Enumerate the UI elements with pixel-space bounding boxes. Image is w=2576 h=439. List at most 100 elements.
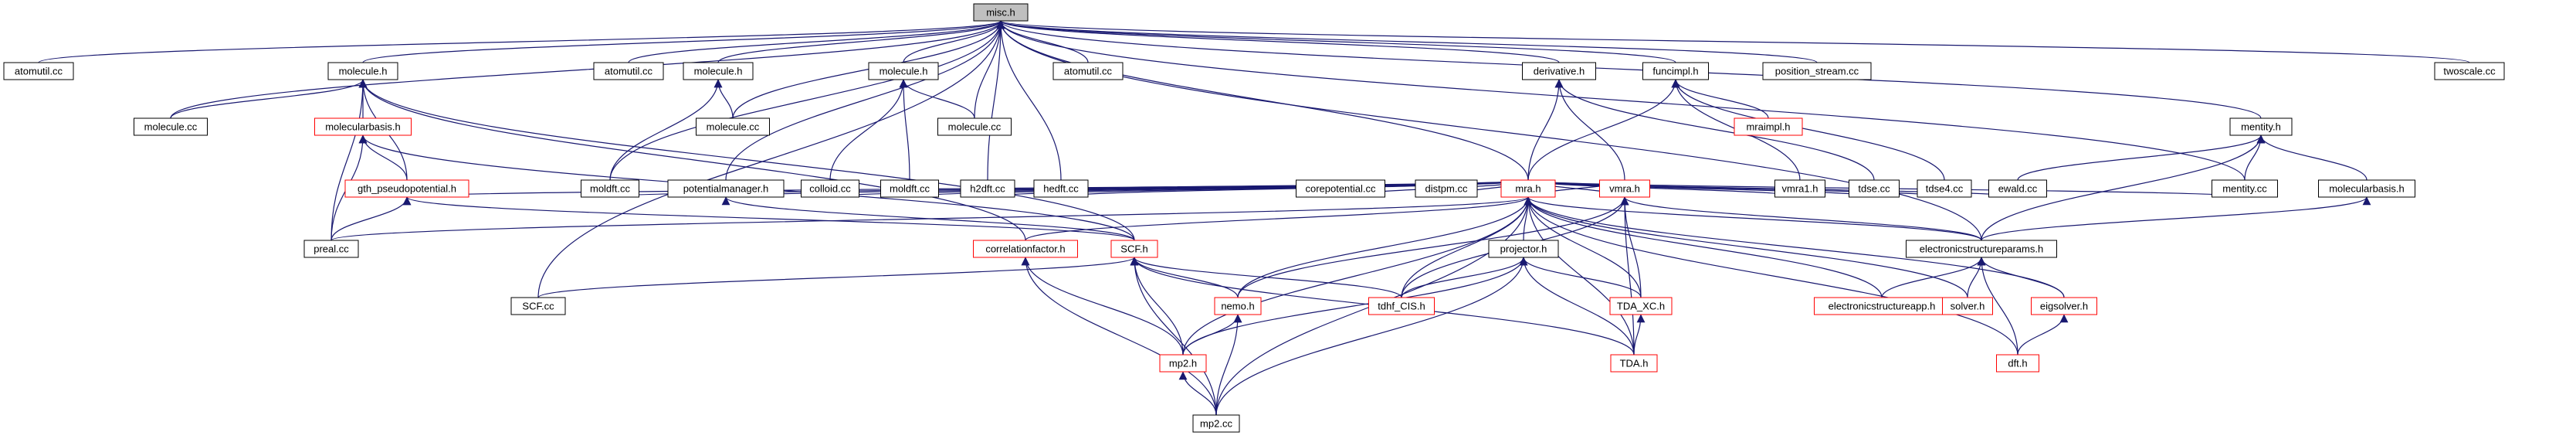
- node-gth[interactable]: gth_pseudopotential.h: [344, 179, 469, 198]
- node-label: eigsolver.h: [2040, 301, 2088, 312]
- node-box: [314, 117, 412, 136]
- node-label: molecule.h: [694, 66, 743, 77]
- node-molecule_cc1[interactable]: molecule.cc: [134, 117, 208, 136]
- node-preal[interactable]: preal.cc: [303, 240, 359, 258]
- node-vmra1[interactable]: vmra1.h: [1774, 179, 1825, 198]
- edge-esp-to-vmra_h: [1620, 196, 1982, 241]
- node-box: [1214, 297, 1262, 315]
- node-derivative[interactable]: derivative.h: [1522, 62, 1596, 80]
- node-box: [1192, 414, 1240, 433]
- edge-dft-to-esp: [1977, 257, 2018, 356]
- node-ewald[interactable]: ewald.cc: [1988, 179, 2047, 198]
- node-nemo[interactable]: nemo.h: [1214, 297, 1262, 315]
- edge-tdse4-to-funcimpl: [1671, 79, 1945, 181]
- node-h2dft[interactable]: h2dft.cc: [960, 179, 1015, 198]
- node-mentity_cc[interactable]: mentity.cc: [2212, 179, 2278, 198]
- edge-solver-to-esp: [1967, 257, 1986, 298]
- edge-molecularbasis2-to-mentity_h: [2256, 134, 2368, 181]
- node-label: tdse4.cc: [1926, 183, 1964, 195]
- node-box: [1642, 62, 1709, 80]
- node-atomutil2[interactable]: atomutil.cc: [593, 62, 664, 80]
- node-potentialmanager[interactable]: potentialmanager.h: [667, 179, 785, 198]
- edge-position_stream-to-misc: [997, 20, 1818, 63]
- edge-colloid-to-molecule_h3: [829, 79, 908, 181]
- node-label: projector.h: [1500, 243, 1547, 255]
- node-scf_h[interactable]: SCF.h: [1110, 240, 1158, 258]
- edge-scf_h-to-gth: [402, 196, 1135, 241]
- node-twoscale[interactable]: twoscale.cc: [2434, 62, 2505, 80]
- node-position_stream[interactable]: position_stream.cc: [1762, 62, 1872, 80]
- node-label: tdhf_CIS.h: [1378, 301, 1425, 312]
- node-box: [1774, 179, 1825, 198]
- node-tda_h[interactable]: TDA.h: [1610, 354, 1658, 373]
- node-projector[interactable]: projector.h: [1488, 240, 1559, 258]
- node-label: mp2.cc: [1200, 418, 1232, 430]
- node-molecule_h1[interactable]: molecule.h: [327, 62, 398, 80]
- node-mp2_h[interactable]: mp2.h: [1159, 354, 1207, 373]
- edge-scf_cc-to-scf_h: [537, 257, 1139, 298]
- node-hedft[interactable]: hedft.cc: [1033, 179, 1089, 198]
- edge-tda_xc-to-projector: [1519, 257, 1642, 298]
- node-atomutil1[interactable]: atomutil.cc: [3, 62, 74, 80]
- node-molecule_h2[interactable]: molecule.h: [683, 62, 754, 80]
- node-mentity_h[interactable]: mentity.h: [2229, 117, 2293, 136]
- node-label: molecule.cc: [948, 121, 1002, 133]
- edge-esp-to-molecularbasis2: [1981, 196, 2371, 241]
- node-box: [1609, 297, 1673, 315]
- node-dft[interactable]: dft.h: [1996, 354, 2039, 373]
- node-moldft1[interactable]: moldft.cc: [581, 179, 639, 198]
- edge-tdse-to-derivative: [1554, 79, 1875, 181]
- node-mra[interactable]: mra.h: [1500, 179, 1556, 198]
- node-eigsolver[interactable]: eigsolver.h: [2031, 297, 2097, 315]
- node-molecule_h3[interactable]: molecule.h: [868, 62, 939, 80]
- node-scf_cc[interactable]: SCF.cc: [510, 297, 566, 315]
- include-edges: [38, 20, 2470, 416]
- node-molecularbasis1[interactable]: molecularbasis.h: [314, 117, 412, 136]
- node-label: nemo.h: [1221, 301, 1254, 312]
- edge-tda_xc-to-mra: [1524, 196, 1642, 298]
- node-box: [1159, 354, 1207, 373]
- node-misc[interactable]: misc.h: [973, 3, 1029, 22]
- node-atomutil3[interactable]: atomutil.cc: [1052, 62, 1124, 80]
- node-label: potentialmanager.h: [683, 183, 769, 195]
- node-esapp[interactable]: electronicstructureapp.h: [1814, 297, 1950, 315]
- node-molecule_cc2[interactable]: molecule.cc: [696, 117, 770, 136]
- node-moldft2[interactable]: moldft.cc: [880, 179, 939, 198]
- edge-esapp-to-mra: [1524, 196, 1883, 298]
- edge-correlationfactor-to-mra: [1025, 196, 1533, 241]
- node-tdhf[interactable]: tdhf_CIS.h: [1368, 297, 1435, 315]
- node-tdse[interactable]: tdse.cc: [1849, 179, 1900, 198]
- edge-mp2_h-to-correlationfactor: [1021, 257, 1184, 356]
- node-tda_xc[interactable]: TDA_XC.h: [1609, 297, 1673, 315]
- node-box: [683, 62, 754, 80]
- node-label: vmra.h: [1609, 183, 1640, 195]
- node-label: correlationfactor.h: [985, 243, 1065, 255]
- node-molecule_cc3[interactable]: molecule.cc: [937, 117, 1012, 136]
- node-colloid[interactable]: colloid.cc: [801, 179, 859, 198]
- edge-twoscale-to-misc: [997, 20, 2470, 63]
- node-distpm[interactable]: distpm.cc: [1415, 179, 1478, 198]
- node-corepotential[interactable]: corepotential.cc: [1296, 179, 1385, 198]
- edge-mra-to-misc: [996, 20, 1529, 181]
- node-box: [1942, 297, 1993, 315]
- edge-tdhf-to-projector: [1401, 257, 1528, 298]
- node-box: [1500, 179, 1556, 198]
- node-label: mraimpl.h: [1746, 121, 1790, 133]
- node-label: preal.cc: [314, 243, 349, 255]
- node-funcimpl[interactable]: funcimpl.h: [1642, 62, 1709, 80]
- node-solver[interactable]: solver.h: [1942, 297, 1993, 315]
- node-mp2_cc[interactable]: mp2.cc: [1192, 414, 1240, 433]
- node-vmra_h[interactable]: vmra.h: [1599, 179, 1650, 198]
- node-mraimpl[interactable]: mraimpl.h: [1734, 117, 1803, 136]
- node-label: gth_pseudopotential.h: [358, 183, 456, 195]
- edge-molecule_cc3-to-molecule_h3: [899, 79, 975, 119]
- node-tdse4[interactable]: tdse4.cc: [1917, 179, 1972, 198]
- edge-nemo-to-scf_h: [1130, 257, 1239, 298]
- edge-molecule_h1-to-misc: [362, 20, 1005, 63]
- node-label: moldft.cc: [890, 183, 930, 195]
- node-esp[interactable]: electronicstructureparams.h: [1906, 240, 2057, 258]
- node-molecularbasis2[interactable]: molecularbasis.h: [2318, 179, 2415, 198]
- node-correlationfactor[interactable]: correlationfactor.h: [973, 240, 1078, 258]
- node-box: [327, 62, 398, 80]
